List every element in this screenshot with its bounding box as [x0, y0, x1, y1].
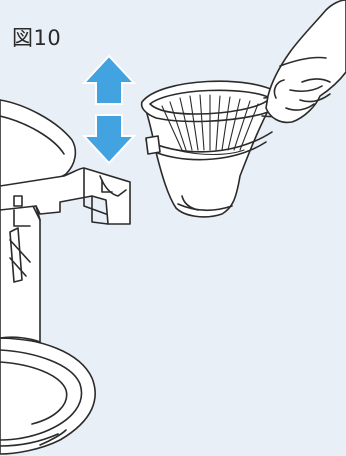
figure-label: 図10 [12, 26, 62, 50]
down-arrow-icon [81, 114, 137, 165]
filter-basket [140, 80, 311, 218]
coffee-maker-lid [0, 99, 77, 187]
hand [265, 0, 346, 124]
up-arrow-icon [81, 54, 137, 105]
coffee-maker [0, 99, 131, 455]
coffee-maker-base [0, 337, 96, 455]
